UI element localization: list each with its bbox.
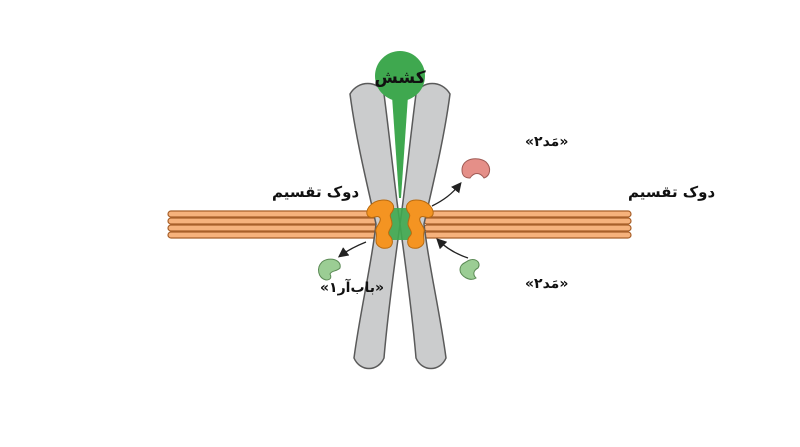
mad2-protein-active	[461, 158, 491, 179]
chromatid-left	[349, 82, 401, 370]
bubr1-label: «باب‌آر۱»	[320, 278, 384, 296]
mad2-protein-inactive	[459, 259, 480, 280]
spindle-label-right: دوک تقسیم	[628, 183, 715, 201]
kinetochore-left	[366, 199, 395, 249]
bubr1-protein	[318, 258, 341, 281]
spindle-label-left: دوک تقسیم	[272, 183, 359, 201]
tension-indicator: کشش	[374, 51, 426, 198]
arrow-kinetochore-to-bubr1	[337, 241, 367, 258]
kinetochore-right	[405, 199, 434, 249]
arrow-kinetochore-to-mad2	[431, 181, 462, 207]
microtubule-bundle-left	[167, 210, 379, 239]
mad2-label-top: «مَد۲»	[525, 134, 568, 150]
mad2-label-bottom: «مَد۲»	[525, 276, 568, 292]
tension-stalk	[392, 96, 408, 198]
microtubule-bundle-right	[423, 210, 632, 239]
tension-circle	[375, 51, 425, 101]
arrow-mad2-to-kinetochore	[436, 238, 469, 259]
tension-label: کشش	[374, 68, 425, 88]
